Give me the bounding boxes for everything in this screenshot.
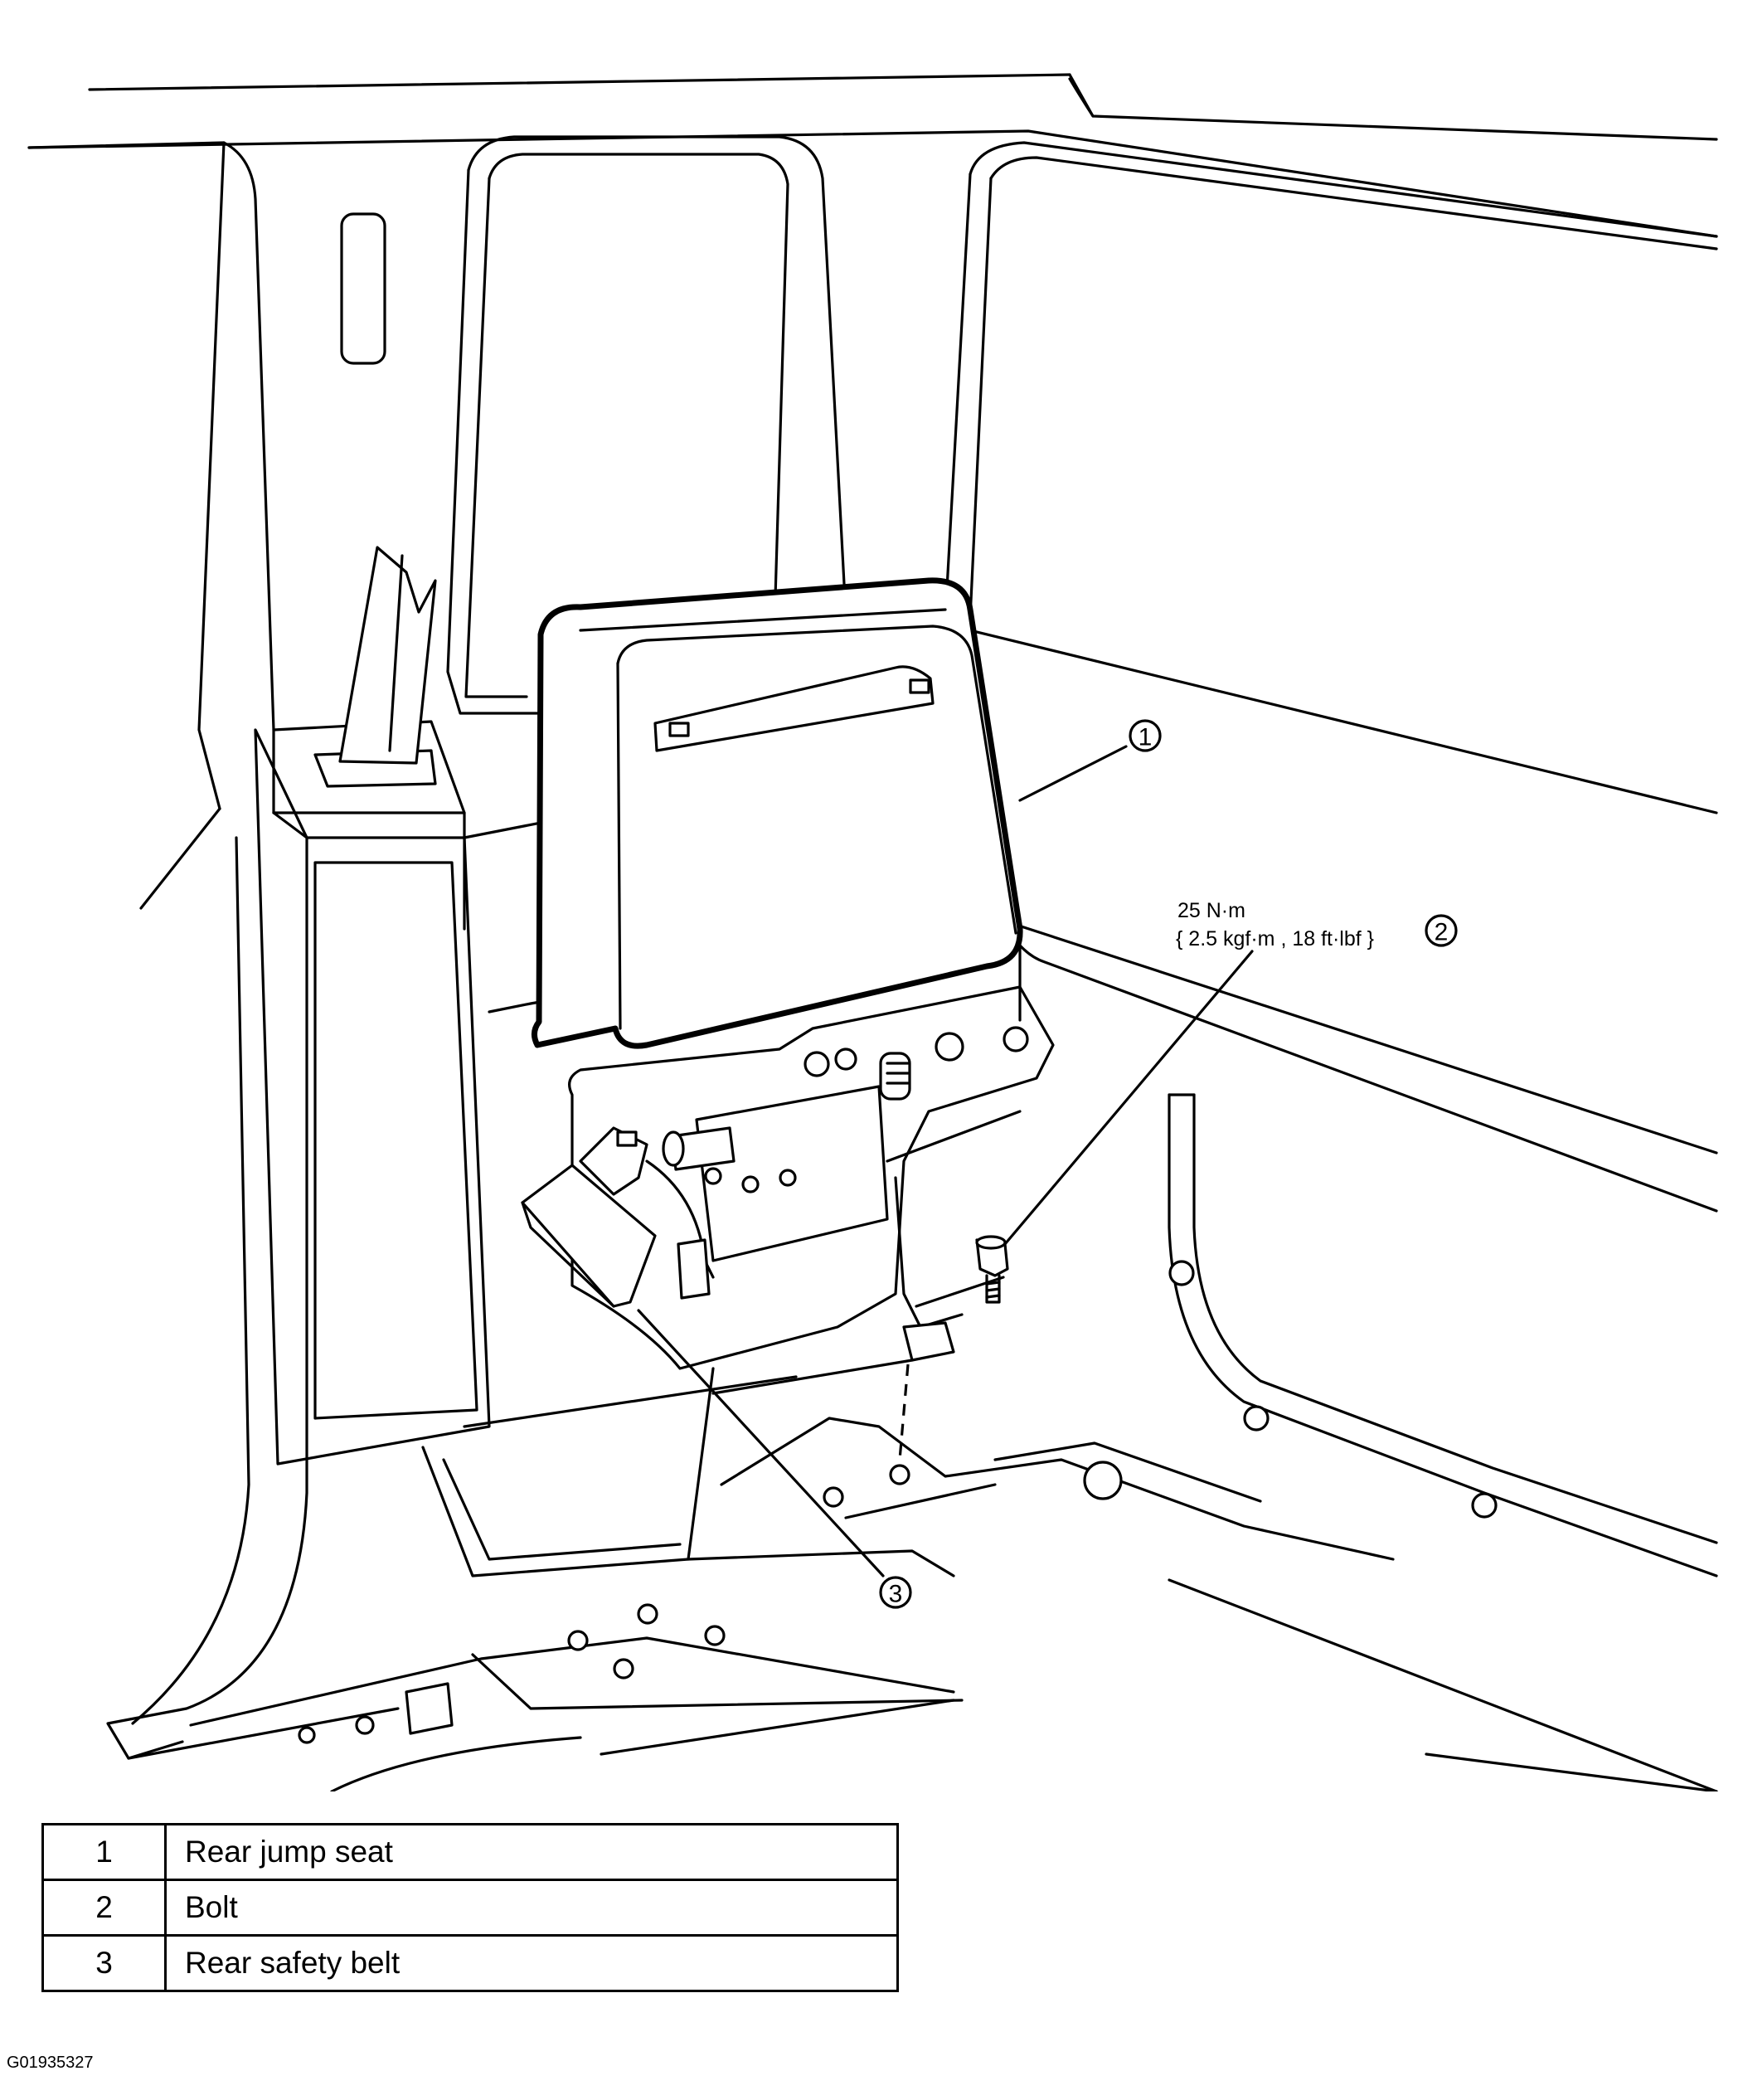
legend-description: Rear jump seat <box>164 1823 899 1881</box>
callout-2-number: 2 <box>1435 919 1449 946</box>
legend-row: 1 Rear jump seat <box>41 1823 899 1881</box>
figure-id: G01935327 <box>7 2054 94 2072</box>
cab-roof-outline <box>27 73 1718 238</box>
b-pillar <box>27 141 466 1760</box>
component-legend-table: 1 Rear jump seat 2 Bolt 3 Rear safety be… <box>41 1823 899 1992</box>
callout-1-number: 1 <box>1139 724 1153 751</box>
callout-3: 3 <box>879 1576 912 1609</box>
cab-floor <box>189 1359 1718 1791</box>
legend-number: 1 <box>41 1823 167 1881</box>
rear-safety-belt-buckle <box>521 1126 736 1308</box>
legend-description: Rear safety belt <box>164 1934 899 1992</box>
rear-jump-seat <box>532 577 1023 1049</box>
callout-1: 1 <box>1129 719 1162 752</box>
quarter-window <box>446 135 1718 773</box>
legend-description: Bolt <box>164 1879 899 1937</box>
legend-row: 3 Rear safety belt <box>41 1934 899 1992</box>
callout-3-number: 3 <box>889 1581 903 1608</box>
belt-guide <box>338 546 437 765</box>
seat-hinge-mechanism <box>568 985 1055 1370</box>
side-wall-panel <box>1168 1093 1718 1577</box>
callout-leaders <box>637 745 1254 1577</box>
legend-row: 2 Bolt <box>41 1879 899 1937</box>
torque-spec-converted: { 2.5 kgf·m , 18 ft·lbf } <box>1176 927 1374 950</box>
legend-number: 3 <box>41 1934 167 1992</box>
torque-spec-metric: 25 N·m <box>1177 899 1245 922</box>
legend-number: 2 <box>41 1879 167 1937</box>
callout-2: 2 25 N·m { 2.5 kgf·m , 18 ft·lbf } <box>1176 899 1458 950</box>
side-trim-panel <box>254 720 491 1466</box>
jump-seat-installation-illustration: 1 2 25 N·m { 2.5 kgf·m , 18 ft·lbf } 3 <box>27 73 1718 1791</box>
